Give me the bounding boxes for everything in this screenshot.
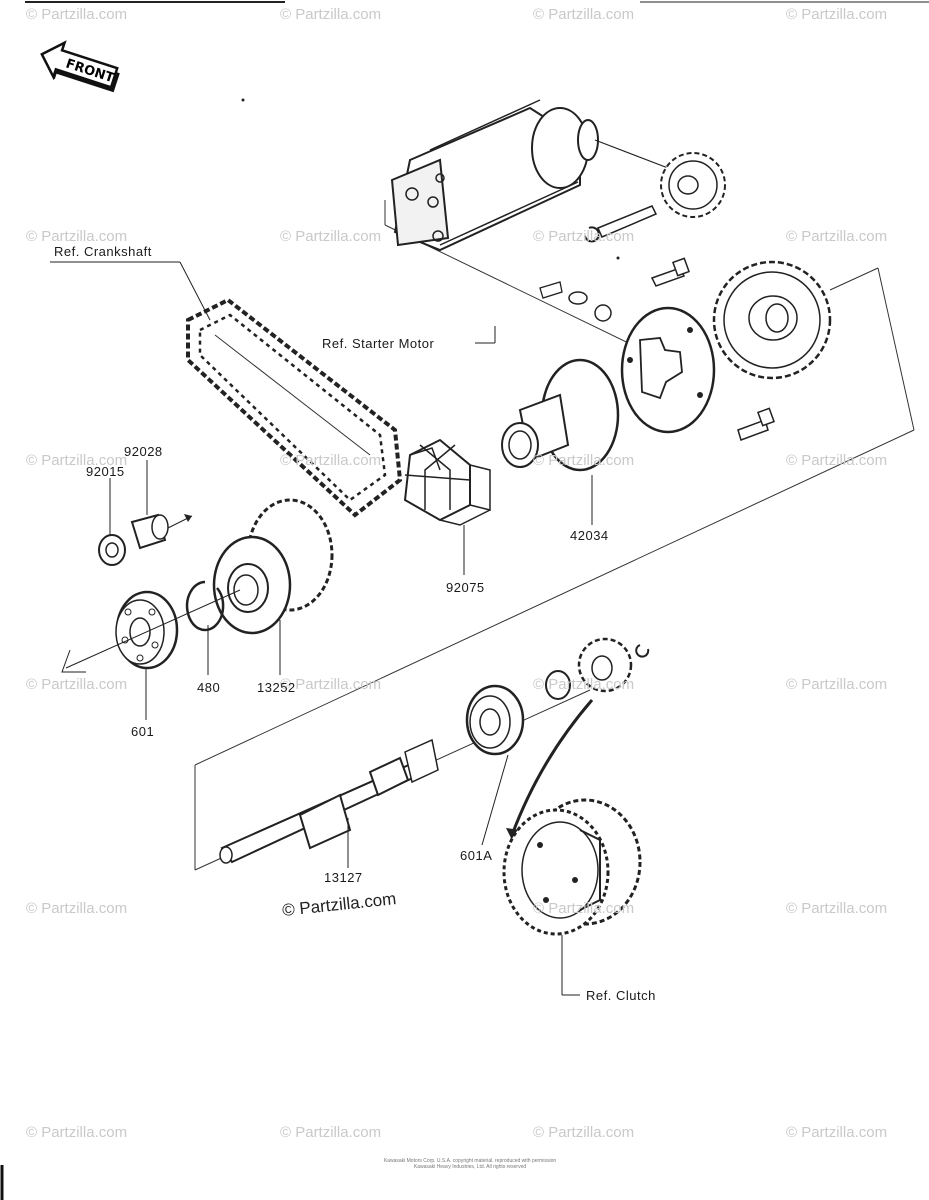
ref-clutch-label: Ref. Clutch [586,988,656,1003]
front-arrow-icon: FRONT [40,40,120,93]
footer-line-1: Kawasaki Motors Corp. U.S.A. copyright m… [383,1158,557,1164]
watermark-text: © Partzilla.com [533,900,635,917]
circlip [185,580,225,632]
output-shaft [219,738,439,864]
watermark-text: © Partzilla.com [26,228,128,245]
part-number-13252: 13252 [257,680,296,695]
drive-chain [186,297,403,518]
watermark-text: © Partzilla.com [786,6,888,23]
watermark-text: © Partzilla.com [533,228,635,245]
ref-crankshaft-label: Ref. Crankshaft [54,244,152,259]
part-number-42034: 42034 [570,528,609,543]
watermark-text: © Partzilla.com [533,452,635,469]
output-gear [212,498,334,635]
watermark-text: © Partzilla.com [26,452,128,469]
watermark-text: © Partzilla.com [26,1124,128,1141]
bearing [115,590,179,670]
part-number-92028: 92028 [124,444,163,459]
watermark-text: © Partzilla.com [26,676,128,693]
small-gear [577,637,633,693]
watermark-text: © Partzilla.com [786,228,888,245]
part-number-92075: 92075 [446,580,485,595]
starter-motor [390,99,669,252]
watermark-text: © Partzilla.com [786,452,888,469]
watermark-text: © Partzilla.com [26,900,128,917]
part-number-13127: 13127 [324,870,363,885]
damper-rubber [403,438,491,526]
footer-fine-print: Kawasaki Motors Corp. U.S.A. copyright m… [320,1158,620,1170]
watermark-text: © Partzilla.com [280,1124,382,1141]
watermark-text: © Partzilla.com [280,228,382,245]
watermark-text: © Partzilla.com [533,676,635,693]
part-number-601A: 601A [460,848,493,863]
starter-sprocket-small [660,152,726,218]
part-number-601: 601 [131,724,155,739]
watermark-text: © Partzilla.com [786,1124,888,1141]
nut [98,534,126,566]
watermark-text: © Partzilla.com [280,6,382,23]
ref-starter-motor-label: Ref. Starter Motor [322,336,435,351]
starter-sprocket-large [712,260,832,380]
collar [130,513,169,550]
footer-line-2: Kawasaki Heavy Industries, Ltd. All righ… [413,1164,527,1170]
watermark-text: © Partzilla.com [786,676,888,693]
part-number-92015: 92015 [86,464,125,479]
watermark-text: © Partzilla.com [533,6,635,23]
starter-clutch [620,306,716,434]
watermark-text: © Partzilla.com [280,452,382,469]
clutch-housing [502,798,642,936]
watermark-text: © Partzilla.com [280,676,382,693]
starter-gear-hub [501,358,620,472]
part-number-480: 480 [197,680,221,695]
watermark-text: © Partzilla.com [533,1124,635,1141]
watermark-text: © Partzilla.com [26,6,128,23]
watermark-text: © Partzilla.com [786,900,888,917]
bearing-601A [465,684,525,756]
